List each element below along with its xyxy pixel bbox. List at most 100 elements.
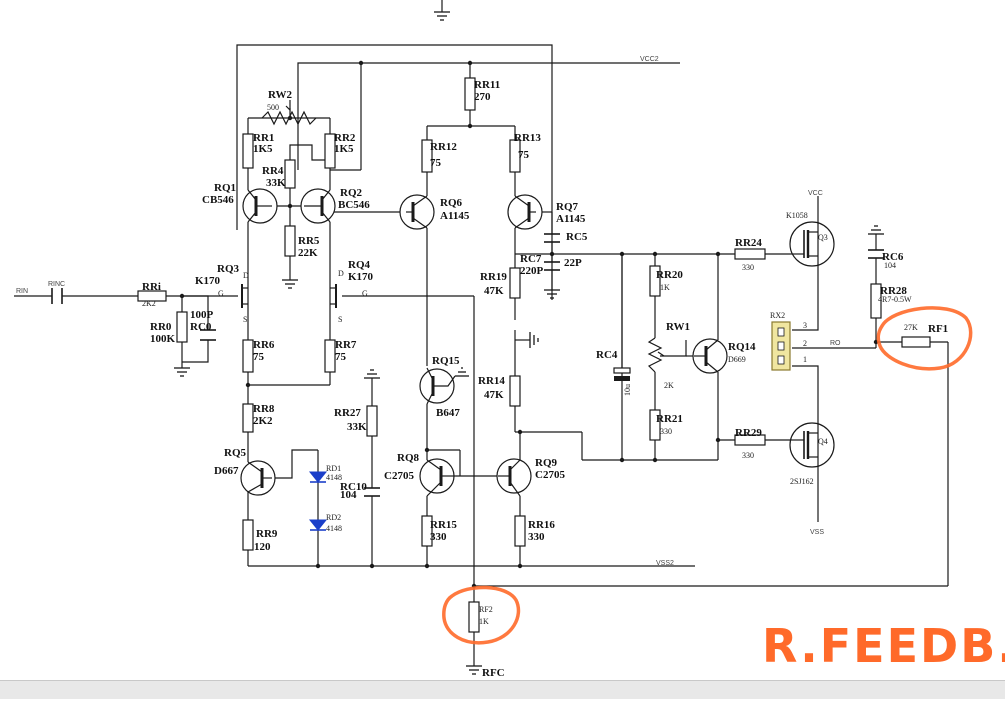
rr13-body[interactable] xyxy=(509,139,521,173)
rq2-ref-label: RQ2 xyxy=(340,187,363,199)
rr29-value-label: 330 xyxy=(742,451,754,460)
rr14-ref-label: RR14 xyxy=(478,375,505,387)
rq1-ref-label: RQ1 xyxy=(214,182,236,194)
rr19-value-label: 47K xyxy=(484,285,504,297)
rq6-value-label: A1145 xyxy=(440,210,470,222)
rr11-body[interactable] xyxy=(464,77,476,111)
rd2-diode[interactable] xyxy=(308,519,328,531)
rr19-body[interactable] xyxy=(509,267,521,299)
junctions xyxy=(179,60,879,589)
rr7-body[interactable] xyxy=(324,339,336,373)
rc6-value-label: 104 xyxy=(884,261,896,270)
diodes xyxy=(308,471,328,531)
rr12-ref-label: RR12 xyxy=(430,141,457,153)
rc0-ref-label: RC0 xyxy=(190,321,212,333)
rr1-value-label: 1K5 xyxy=(253,143,273,155)
ground-symbols xyxy=(174,11,884,675)
rc10-capacitor[interactable] xyxy=(364,487,380,497)
rf1-body[interactable] xyxy=(901,336,931,348)
rr15-body[interactable] xyxy=(421,515,433,547)
rc7-capacitor[interactable] xyxy=(544,261,560,271)
rinc-ref-label: RINC xyxy=(48,281,65,288)
rq2-transistor[interactable] xyxy=(300,188,336,224)
q3-value-label: K1058 xyxy=(786,211,808,220)
rq8-value-label: C2705 xyxy=(384,470,414,482)
rr2-body[interactable] xyxy=(324,133,336,169)
rc5-value-label: 22P xyxy=(564,257,582,269)
labels: VCC2 VSS2 VCC VSS RIN RO RFC RW2 500 RR1… xyxy=(16,56,948,679)
rr9-ref-label: RR9 xyxy=(256,528,278,540)
rr16-ref-label: RR16 xyxy=(528,519,555,531)
rr1-body[interactable] xyxy=(242,133,254,169)
rr21-body[interactable] xyxy=(649,409,661,441)
rf1-highlight-circle xyxy=(876,306,973,371)
rf2-ref-label: RF2 xyxy=(479,605,493,614)
rr6-body[interactable] xyxy=(242,339,254,373)
rq3-value-label: K170 xyxy=(195,275,221,287)
rq5-transistor[interactable] xyxy=(240,460,276,496)
q4-mosfet[interactable] xyxy=(789,422,835,468)
rr8-body[interactable] xyxy=(242,403,254,433)
rq4-jfet[interactable] xyxy=(330,284,337,308)
rc5-ref-label: RC5 xyxy=(566,231,588,243)
rq15-transistor[interactable] xyxy=(419,367,456,405)
rr27-body[interactable] xyxy=(366,405,378,437)
rr14-body[interactable] xyxy=(509,375,521,407)
rq8-transistor[interactable] xyxy=(419,458,456,497)
rq6-transistor[interactable] xyxy=(399,194,435,230)
rw1-value-label: 2K xyxy=(664,381,674,390)
net-rfc: RFC xyxy=(482,667,505,679)
rc0-capacitor[interactable] xyxy=(200,329,216,341)
net-vss: VSS xyxy=(810,529,824,536)
d-label: D xyxy=(243,271,249,280)
rr24-ref-label: RR24 xyxy=(735,237,762,249)
handwritten-annotation: R.FEEDB. xyxy=(762,619,1005,673)
rf1-ref-label: RF1 xyxy=(928,323,948,335)
rr5-body[interactable] xyxy=(284,225,296,257)
net-ro: RO xyxy=(830,340,841,347)
rq9-transistor[interactable] xyxy=(496,458,532,497)
rf1-value-label: 27K xyxy=(904,323,918,332)
rc6-capacitor[interactable] xyxy=(868,249,884,259)
rr20-body[interactable] xyxy=(649,265,661,297)
rq2-value-label: BC546 xyxy=(338,199,370,211)
rr9-body[interactable] xyxy=(242,519,254,551)
rq3-jfet[interactable] xyxy=(241,284,248,308)
rx2-ref-label: RX2 xyxy=(770,311,785,320)
rq7-transistor[interactable] xyxy=(507,194,543,230)
rr28-body[interactable] xyxy=(870,283,882,319)
rd1-diode[interactable] xyxy=(308,471,328,483)
rr11-value-label: 270 xyxy=(474,91,491,103)
rq14-transistor[interactable] xyxy=(692,338,728,374)
rr2-ref-label: RR2 xyxy=(334,132,356,144)
rw1-ref-label: RW1 xyxy=(666,321,690,333)
q3-mosfet[interactable] xyxy=(789,221,835,267)
rinc-capacitor[interactable] xyxy=(51,288,63,304)
rr4-body[interactable] xyxy=(284,159,296,189)
rc5-capacitor[interactable] xyxy=(544,233,560,243)
rq1-transistor[interactable] xyxy=(242,188,278,224)
rr21-value-label: 330 xyxy=(660,427,672,436)
rr19-ref-label: RR19 xyxy=(480,271,507,283)
rr5-ref-label: RR5 xyxy=(298,235,320,247)
rw1-trimmer[interactable] xyxy=(647,337,663,373)
rx2-connector[interactable] xyxy=(771,321,791,371)
rw1-wiper xyxy=(657,351,665,357)
rr12-body[interactable] xyxy=(421,139,433,173)
rr14-value-label: 47K xyxy=(484,389,504,401)
rr16-body[interactable] xyxy=(514,515,526,547)
q3-ref-label: Q3 xyxy=(818,233,828,242)
rr24-body[interactable] xyxy=(734,248,766,260)
rc4-electrolytic[interactable] xyxy=(613,254,631,381)
rr2-value-label: 1K5 xyxy=(334,143,354,155)
rr13-value-label: 75 xyxy=(518,149,530,161)
rw2-trimmer[interactable] xyxy=(261,110,317,126)
rri-body[interactable] xyxy=(137,290,167,302)
rr29-body[interactable] xyxy=(734,434,766,446)
rr0-body[interactable] xyxy=(176,311,188,343)
rr11-ref-label: RR11 xyxy=(474,79,500,91)
rf2-body[interactable] xyxy=(468,601,480,633)
rr28-ref-label: RR28 xyxy=(880,285,907,297)
rr4-value-label: 33K xyxy=(266,177,286,189)
